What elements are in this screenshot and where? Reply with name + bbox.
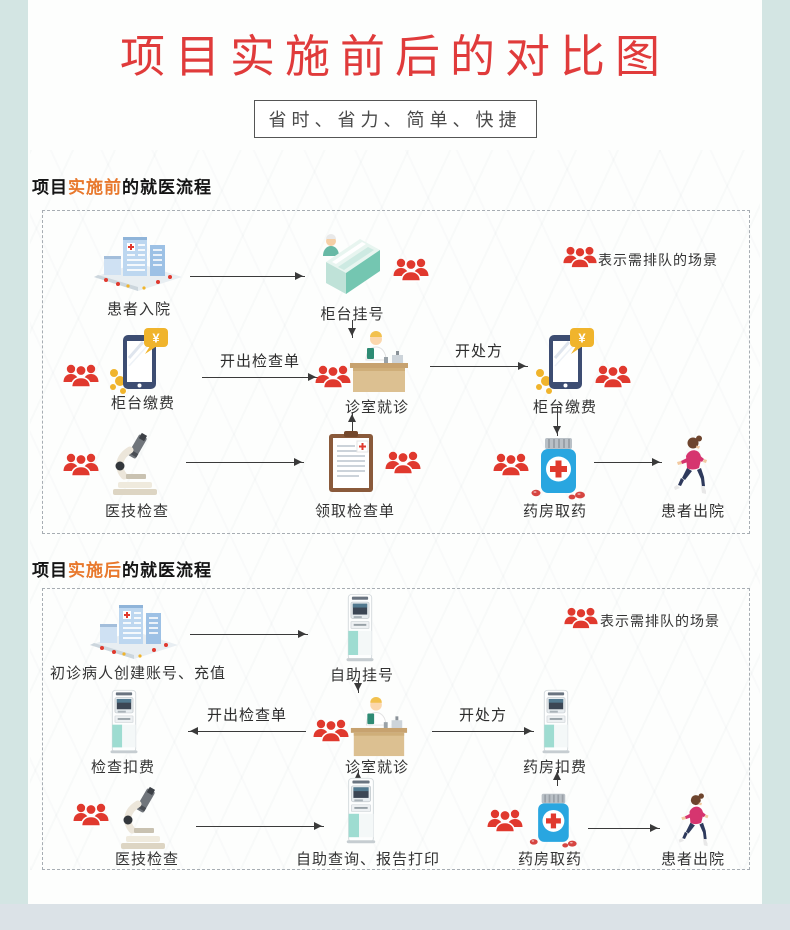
arrow-report-to-clinic (347, 412, 356, 434)
arrow-clinic-to-examfee (188, 726, 306, 735)
queue-legend-text: 表示需排队的场景 (600, 613, 720, 629)
hospital-icon (92, 230, 184, 292)
queue-legend-text: 表示需排队的场景 (598, 252, 718, 268)
self-service-kiosk-icon (538, 688, 574, 754)
node-label-collect-report: 领取检查单 (314, 503, 395, 520)
heading-prefix: 项目 (32, 178, 68, 197)
queue-people-icon (62, 361, 100, 389)
before-section-heading: 项目实施前的就医流程 (32, 173, 212, 198)
legend-queue-people-icon (563, 604, 599, 631)
heading-highlight: 实施前 (68, 178, 122, 197)
self-service-kiosk-icon (342, 776, 380, 844)
node-label-clinic-visit: 诊室就诊 (344, 759, 409, 776)
queue-people-icon (72, 800, 110, 828)
queue-people-icon (492, 450, 530, 478)
arrow-admission-to-register (190, 271, 305, 280)
arrow-label-prescribe: 开处方 (454, 343, 503, 360)
node-label-counter-pay-left: 柜台缴费 (110, 395, 175, 412)
after-section-heading: 项目实施后的就医流程 (32, 556, 212, 581)
node-label-create-account: 初诊病人创建账号、充值 (49, 665, 226, 682)
heading-suffix: 的就医流程 (122, 561, 212, 580)
arrow-pay-to-clinic (202, 372, 318, 381)
node-label-discharge: 患者出院 (660, 851, 725, 868)
node-label-counter-pay-right: 柜台缴费 (532, 399, 597, 416)
arrow-account-to-selfregister (190, 629, 308, 638)
subtitle-wrap: 省时、省力、简单、快捷 (0, 100, 790, 138)
node-label-pharmacy-pickup: 药房取药 (517, 851, 582, 868)
doctor-desk-icon (336, 696, 420, 758)
arrow-clinic-to-pharmacyfee (432, 726, 534, 735)
running-patient-icon (672, 434, 710, 496)
phone-payment-icon: ¥ (106, 326, 170, 400)
arrow-pay-to-pharmacy (552, 406, 561, 436)
node-label-admission: 患者入院 (106, 301, 171, 318)
service-counter-icon (318, 226, 386, 298)
left-edge-strip (0, 0, 28, 904)
microscope-icon (114, 786, 172, 850)
subtitle-badge: 省时、省力、简单、快捷 (253, 100, 537, 138)
arrow-exam-to-report (186, 457, 304, 466)
node-label-clinic-visit: 诊室就诊 (344, 399, 409, 416)
page-title: 项目实施前后的对比图 (119, 31, 670, 82)
bottom-band (0, 904, 790, 930)
heading-suffix: 的就医流程 (122, 178, 212, 197)
node-label-medical-exam: 医技检查 (114, 851, 179, 868)
queue-people-icon (392, 255, 430, 283)
medicine-bottle-icon (530, 436, 586, 500)
after-flow-box (42, 588, 750, 870)
heading-highlight: 实施后 (68, 561, 122, 580)
svg-text:¥: ¥ (578, 331, 586, 346)
svg-text:¥: ¥ (152, 331, 160, 346)
clipboard-report-icon (326, 430, 376, 494)
node-label-self-query-print: 自助查询、报告打印 (295, 851, 440, 868)
medicine-bottle-icon (526, 792, 580, 848)
queue-people-icon (486, 806, 524, 834)
node-label-discharge: 患者出院 (660, 503, 725, 520)
arrow-clinic-to-pay (430, 361, 528, 370)
self-service-kiosk-icon (342, 592, 378, 662)
heading-prefix: 项目 (32, 561, 68, 580)
queue-people-icon (594, 362, 632, 390)
hospital-icon (88, 598, 180, 660)
arrow-pharmacy-to-discharge (588, 823, 660, 832)
microscope-icon (106, 432, 164, 496)
legend-queue-people-icon (562, 243, 598, 270)
arrow-register-to-clinic (347, 320, 356, 338)
arrow-pickup-to-pharmacyfee (552, 770, 561, 786)
node-label-exam-fee-deduct: 检查扣费 (90, 759, 155, 776)
queue-people-icon (62, 450, 100, 478)
self-service-kiosk-icon (106, 688, 142, 754)
phone-payment-icon: ¥ (532, 326, 596, 400)
node-label-counter-register: 柜台挂号 (320, 306, 385, 323)
right-edge-strip (762, 0, 790, 904)
arrow-label-issue-exam-order: 开出检查单 (219, 353, 300, 370)
arrow-label-issue-exam-order: 开出检查单 (206, 707, 287, 724)
queue-people-icon (384, 448, 422, 476)
arrow-pharmacy-to-discharge (594, 457, 662, 466)
node-label-medical-exam: 医技检查 (104, 503, 169, 520)
node-label-pharmacy-fee-deduct: 药房扣费 (522, 759, 587, 776)
node-label-self-register: 自助挂号 (329, 667, 394, 684)
arrow-label-prescribe: 开处方 (458, 707, 507, 724)
before-flow-box (42, 210, 750, 534)
running-patient-icon (676, 792, 712, 848)
arrow-exam-to-selfquery (196, 821, 324, 830)
arrow-selfregister-to-clinic (353, 678, 362, 693)
node-label-pharmacy-pickup: 药房取药 (522, 503, 587, 520)
